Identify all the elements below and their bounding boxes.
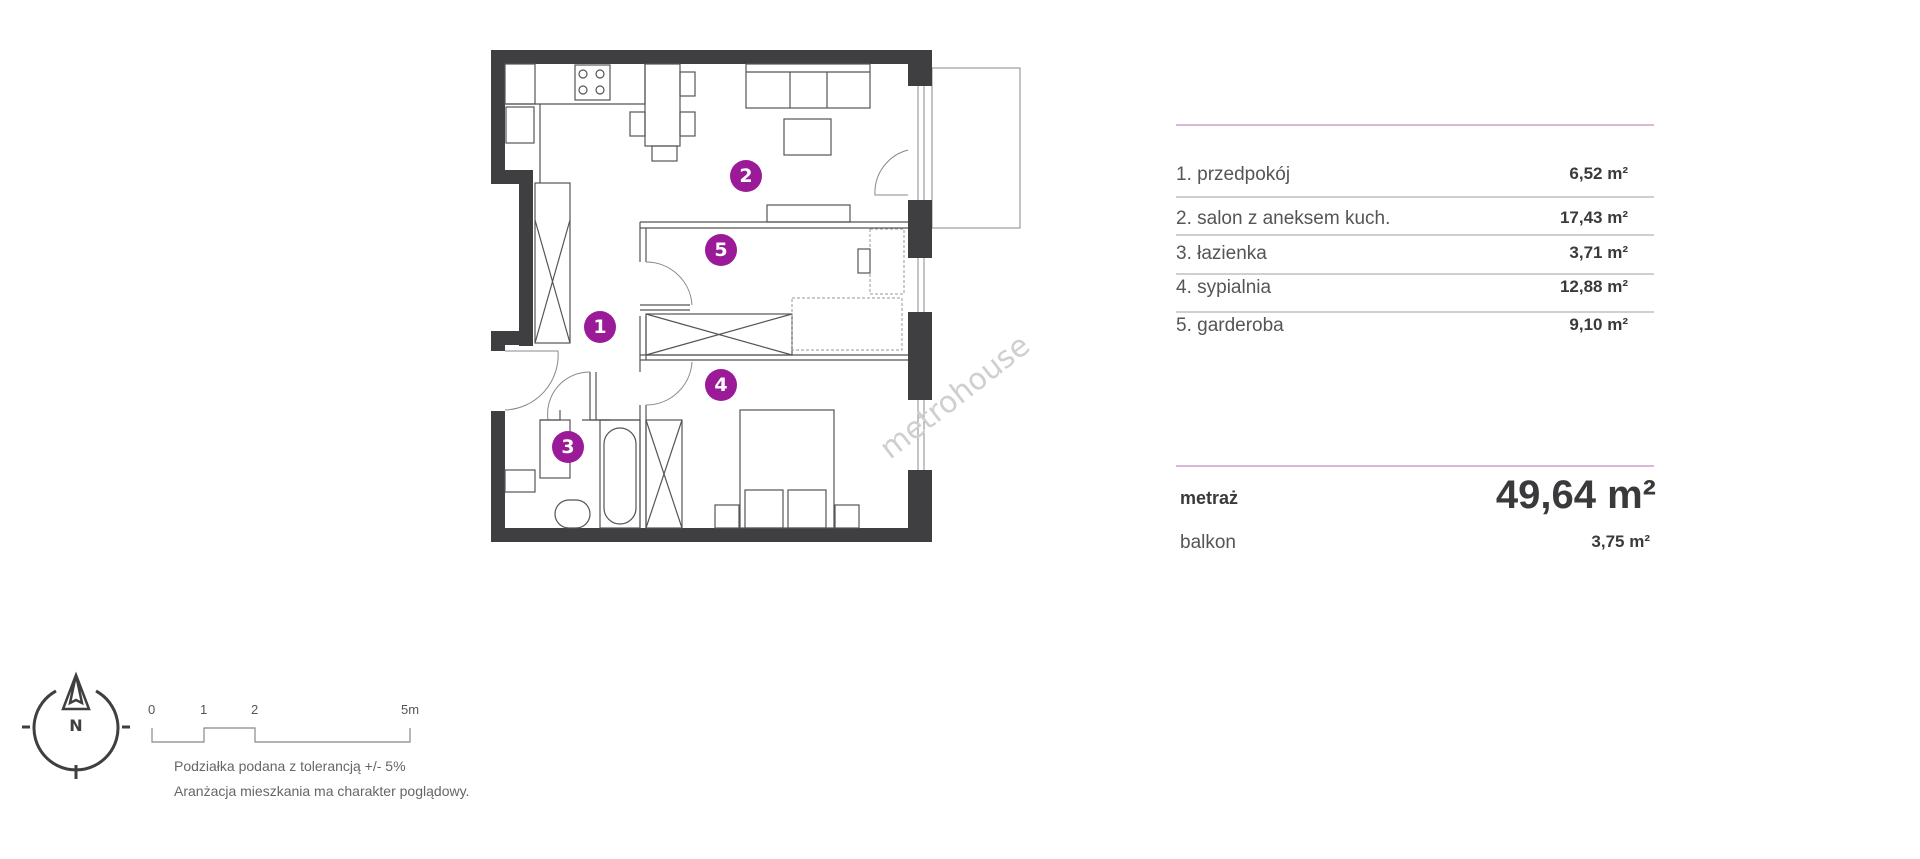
scale-tolerance-note: Podziałka podana z tolerancją +/- 5% [174, 758, 406, 774]
room-label: 3. łazienka [1176, 243, 1267, 264]
room-badge-3: 3 [552, 431, 584, 463]
svg-text:1: 1 [593, 316, 606, 338]
compass-icon: N [22, 671, 130, 779]
balcony-area-label: balkon [1180, 532, 1236, 553]
scale-tick-2: 2 [251, 702, 259, 717]
balcony-area-value: 3,75 m² [1591, 532, 1650, 551]
room-badge-1: 1 [584, 311, 616, 343]
summary-divider [1176, 465, 1654, 467]
total-area-label: metraż [1180, 488, 1239, 508]
table-row: 3. łazienka 3,71 m² [1176, 243, 1654, 265]
room-area: 3,71 m² [1569, 243, 1628, 262]
row-divider [1176, 234, 1654, 236]
room-label: 2. salon z aneksem kuch. [1176, 208, 1391, 229]
scale-bar [151, 727, 411, 743]
room-label: 4. sypialnia [1176, 277, 1272, 298]
scale-tick-0: 0 [148, 702, 156, 717]
row-divider [1176, 273, 1654, 275]
room-area: 12,88 m² [1559, 277, 1628, 296]
svg-text:4: 4 [714, 374, 727, 396]
total-area-value: 49,64 m² [1495, 473, 1656, 517]
room-label: 1. przedpokój [1176, 164, 1291, 185]
row-divider [1176, 311, 1654, 313]
table-top-divider [1176, 124, 1654, 126]
scale-tick-5m: 5m [401, 702, 420, 717]
walls [491, 50, 932, 542]
room-label: 5. garderoba [1176, 315, 1284, 336]
room-badge-4: 4 [705, 369, 737, 401]
room-area: 9,10 m² [1569, 315, 1628, 334]
svg-text:3: 3 [561, 436, 574, 458]
balcony [931, 67, 1021, 229]
row-divider [1176, 196, 1654, 198]
room-area: 6,52 m² [1569, 164, 1628, 183]
room-badge-2: 2 [730, 160, 762, 192]
table-row: 4. sypialnia 12,88 m² [1176, 277, 1654, 299]
windows [917, 86, 925, 470]
scale-tick-1: 1 [200, 702, 208, 717]
room-badge-5: 5 [705, 234, 737, 266]
doors [504, 149, 909, 421]
table-row: 2. salon z aneksem kuch. 17,43 m² [1176, 208, 1654, 230]
table-row: 5. garderoba 9,10 m² [1176, 315, 1654, 337]
watermark: metrohouse [873, 328, 1036, 466]
room-area-table: 1. przedpokój 6,52 m² 2. salon z aneksem … [1176, 124, 1654, 336]
svg-text:5: 5 [714, 239, 727, 261]
layout-disclaimer-note: Aranżacja mieszkania ma charakter pogląd… [174, 783, 470, 799]
svg-text:2: 2 [739, 165, 752, 187]
table-row: 1. przedpokój 6,52 m² [1176, 164, 1654, 186]
room-area: 17,43 m² [1559, 208, 1628, 227]
compass-north-label: N [69, 716, 82, 735]
